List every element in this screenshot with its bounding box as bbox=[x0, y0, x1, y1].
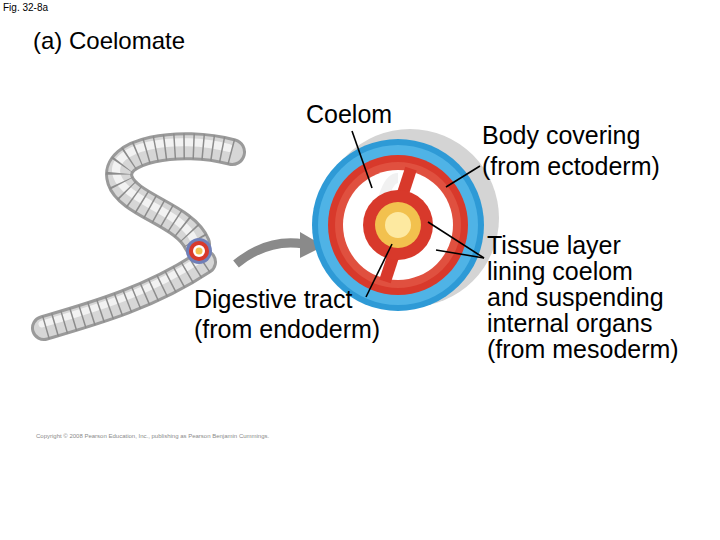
part-label: Digestive tract (from endoderm) bbox=[194, 284, 389, 344]
digestive-tract bbox=[375, 202, 421, 248]
copyright-notice: Copyright © 2008 Pearson Education, Inc.… bbox=[36, 432, 436, 440]
enlarge-arrow bbox=[236, 243, 304, 264]
worm-body bbox=[119, 146, 232, 244]
digestive-lumen bbox=[385, 212, 411, 238]
leader-line bbox=[436, 250, 484, 258]
worm-segments bbox=[44, 262, 204, 328]
mesoderm-body-wall bbox=[328, 155, 468, 295]
small-section-ectoderm bbox=[186, 238, 212, 264]
part-label: Tissue layer lining coelom and suspendin… bbox=[487, 232, 681, 362]
figure-title: (a) Coelomate bbox=[33, 26, 293, 56]
visceral-mesoderm bbox=[363, 190, 433, 260]
leader-line bbox=[352, 131, 372, 188]
coelom-cavity bbox=[343, 170, 453, 280]
leader-line bbox=[366, 244, 392, 297]
part-label: Coelom bbox=[306, 99, 426, 129]
body-covering-ring-inner bbox=[318, 145, 478, 305]
figure-number: Fig. 32-8a bbox=[3, 2, 153, 14]
mesoderm-body-wall-inner bbox=[335, 162, 461, 288]
leader-line bbox=[446, 166, 480, 187]
part-label: Body covering (from ectoderm) bbox=[482, 120, 692, 182]
worm-segments bbox=[119, 146, 232, 244]
worm-body-outline bbox=[119, 146, 232, 244]
small-section-coelom bbox=[193, 245, 205, 257]
small-section-mesoderm bbox=[189, 241, 209, 261]
leader-line bbox=[428, 222, 484, 258]
small-section-gut bbox=[196, 248, 203, 255]
